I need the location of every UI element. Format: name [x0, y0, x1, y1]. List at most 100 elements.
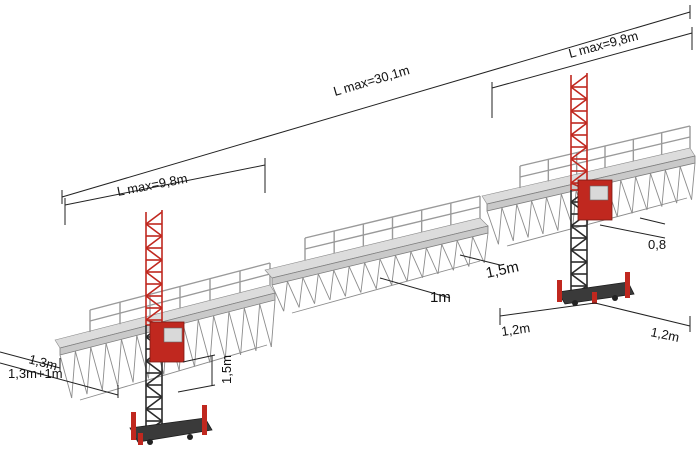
mast-brace — [145, 295, 163, 309]
mast-brace — [570, 170, 588, 184]
truss-diagonal — [546, 197, 559, 231]
truss-diagonal — [406, 251, 412, 282]
truss-diagonal — [483, 232, 489, 263]
mast-brace — [570, 158, 588, 172]
mast-brace — [145, 408, 163, 422]
right-length-label: L max=9,8m — [567, 28, 640, 61]
right-base-dimensions: 1,2m 1,2m — [499, 302, 691, 345]
truss-diagonal — [224, 311, 230, 359]
mast-brace — [570, 261, 588, 275]
truss-diagonal — [71, 351, 76, 399]
right-mast — [557, 73, 635, 306]
truss-diagonal — [209, 315, 215, 363]
truss-diagonal — [228, 311, 242, 355]
middle-width-label: 1,5m — [484, 258, 520, 282]
mast-brace — [145, 211, 163, 225]
total-length-label: L max=30,1m — [332, 62, 412, 99]
truss-diagonal — [197, 319, 211, 363]
truss-diagonal — [664, 169, 678, 204]
truss-diagonal — [317, 273, 331, 301]
truss-diagonal — [616, 180, 622, 217]
truss-diagonal — [527, 200, 533, 238]
truss-diagonal — [422, 247, 427, 278]
truss-diagonal — [441, 243, 454, 271]
truss-diagonal — [661, 169, 666, 207]
truss-diagonal — [646, 173, 651, 211]
right-depth-dimension: 0,8 — [599, 217, 666, 252]
right-platform — [481, 125, 696, 247]
truss-diagonal — [132, 335, 138, 383]
truss-diagonal — [572, 190, 577, 228]
truss-diagonal — [117, 339, 122, 387]
truss-diagonal — [395, 255, 408, 282]
truss-diagonal — [452, 240, 458, 271]
truss-diagonal — [105, 343, 119, 387]
mast-brace — [570, 74, 588, 88]
truss-diagonal — [360, 262, 366, 293]
truss-diagonal — [255, 303, 261, 351]
truss-diagonal — [243, 307, 257, 352]
truss-diagonal — [410, 251, 423, 278]
mast-brace — [570, 122, 588, 136]
truss-chord — [79, 344, 268, 401]
truss-diagonal — [620, 179, 633, 214]
mast-brace — [570, 98, 588, 112]
truss-diagonal — [542, 197, 547, 235]
truss-diagonal — [270, 299, 276, 347]
truss-diagonal — [213, 315, 226, 359]
truss-diagonal — [194, 319, 199, 367]
truss-diagonal — [287, 281, 300, 308]
mast-brace — [145, 384, 163, 398]
truss-diagonal — [425, 247, 439, 275]
left-height-dimension: 1,5m — [177, 354, 234, 393]
truss-diagonal — [283, 281, 288, 312]
truss-chord — [506, 197, 688, 247]
left-height-label: 1,5m — [219, 355, 234, 384]
truss-diagonal — [364, 262, 377, 290]
mast-brace — [570, 110, 588, 124]
mast-brace — [570, 225, 588, 239]
truss-diagonal — [691, 162, 696, 200]
truss-chord — [291, 260, 481, 314]
mast-brace — [145, 223, 163, 237]
mast-brace — [145, 283, 163, 297]
truss-diagonal — [512, 204, 518, 241]
truss-diagonal — [501, 207, 514, 242]
truss-diagonal — [437, 244, 443, 275]
truss-diagonal — [314, 273, 319, 304]
truss-diagonal — [375, 258, 381, 289]
mast-brace — [570, 86, 588, 100]
left-length-dimension: L max=9,8m — [64, 158, 266, 225]
middle-dimensions: 1,5m 1m — [379, 254, 520, 306]
truss-diagonal — [497, 207, 503, 245]
right-length-dimension: L max=9,8m — [491, 27, 693, 118]
truss-diagonal — [486, 210, 499, 245]
mast-brace — [570, 249, 588, 263]
truss-diagonal — [120, 339, 134, 383]
truss-diagonal — [468, 236, 474, 267]
truss-diagonal — [59, 354, 73, 399]
truss-diagonal — [101, 343, 107, 391]
left-length-label: L max=9,8m — [116, 171, 189, 199]
left-width-a-label: 1,3m — [27, 351, 59, 373]
truss-diagonal — [333, 269, 346, 297]
mast-brace — [570, 273, 588, 287]
left-mast — [129, 210, 213, 445]
mast-brace — [145, 360, 163, 374]
mast-brace — [145, 271, 163, 285]
truss-diagonal — [635, 176, 648, 211]
truss-diagonal — [391, 255, 396, 286]
truss-diagonal — [456, 240, 470, 267]
left-width-b-label: 1,3m+1m — [8, 366, 63, 381]
truss-diagonal — [302, 277, 315, 304]
truss-diagonal — [90, 347, 103, 391]
mast-brace — [570, 146, 588, 160]
mast-brace — [145, 259, 163, 273]
truss-diagonal — [298, 277, 304, 308]
middle-platform — [264, 195, 489, 314]
mast-brace — [145, 372, 163, 386]
right-depth-label: 0,8 — [648, 237, 666, 252]
truss-diagonal — [676, 166, 681, 204]
mast-brace — [145, 307, 163, 321]
